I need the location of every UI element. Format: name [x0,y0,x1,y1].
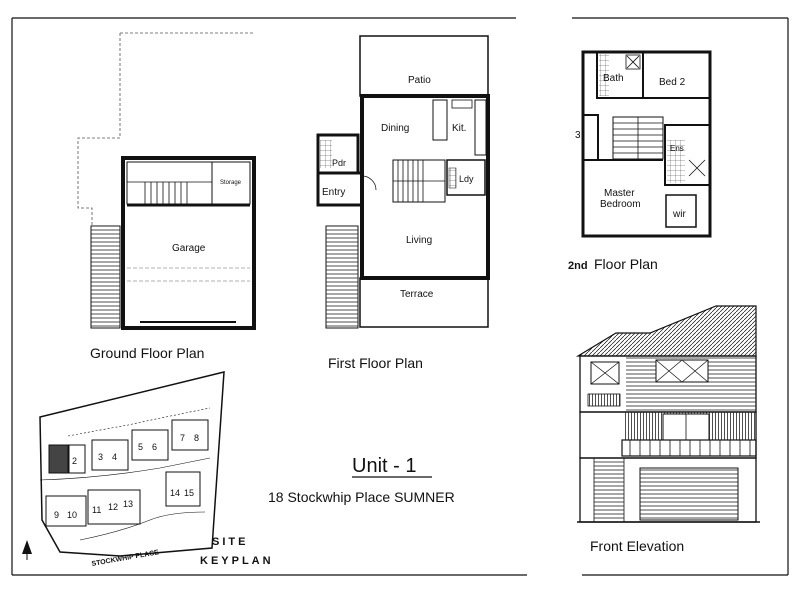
site-unit-1-highlight [48,444,70,474]
street-label: STOCKWHIP PLACE [91,549,160,568]
keyplan-label: KEYPLAN [200,555,274,567]
site-unit-7: 7 [180,433,185,443]
laundry-label: Ldy [459,174,474,184]
ground-floor-title: Ground Floor Plan [90,345,204,361]
unit-title: Unit - 1 [352,455,416,477]
front-elevation: Front Elevation [575,305,760,554]
second-floor-plan: Bath Bed 2 3 Ens Master Bedroom wir 2nd … [568,50,712,272]
garage-label: Garage [172,243,206,254]
ground-floor-plan: Storage Garage Ground Floor Plan [77,32,256,361]
site-unit-5: 5 [138,442,143,452]
first-floor-title: First Floor Plan [328,355,423,371]
north-arrow-icon [22,540,32,560]
site-label: SITE [212,536,248,548]
living-label: Living [406,235,432,246]
bed2-label: Bed 2 [659,77,686,88]
powder-label: Pdr [332,158,346,168]
storage-label: Storage [220,180,242,186]
bed3-label: 3 [575,130,581,141]
first-floor-plan: Patio Dining Kit. Ldy Living Pdr Entry T… [316,35,490,371]
second-floor-number: 2nd [568,260,588,272]
site-unit-8: 8 [194,433,199,443]
site-unit-13: 13 [123,499,133,509]
dining-label: Dining [381,123,409,134]
site-unit-9: 9 [54,510,59,520]
site-unit-2: 2 [72,456,77,466]
site-keyplan: 2 3 4 5 6 7 8 9 10 11 12 13 14 15 STOCKW… [22,371,274,568]
site-unit-3: 3 [98,452,103,462]
site-unit-4: 4 [112,452,117,462]
bath-label: Bath [603,73,624,84]
page-frame [11,17,789,576]
site-unit-12: 12 [108,502,118,512]
front-elevation-title: Front Elevation [590,538,684,554]
entry-label: Entry [322,187,345,198]
master-label-2: Bedroom [600,199,641,210]
site-unit-6: 6 [152,442,157,452]
unit-address: 18 Stockwhip Place SUMNER [268,489,455,505]
site-unit-14: 14 [170,488,180,498]
kitchen-label: Kit. [452,123,466,134]
site-unit-15: 15 [184,488,194,498]
unit-title-block: Unit - 1 18 Stockwhip Place SUMNER [268,455,455,505]
second-floor-title: Floor Plan [594,256,658,272]
ensuite-label: Ens [670,144,684,153]
site-unit-10: 10 [67,510,77,520]
wir-label: wir [672,209,686,220]
terrace-label: Terrace [400,289,434,300]
master-label-1: Master [604,188,635,199]
site-unit-11: 11 [92,505,101,515]
patio-label: Patio [408,75,431,86]
